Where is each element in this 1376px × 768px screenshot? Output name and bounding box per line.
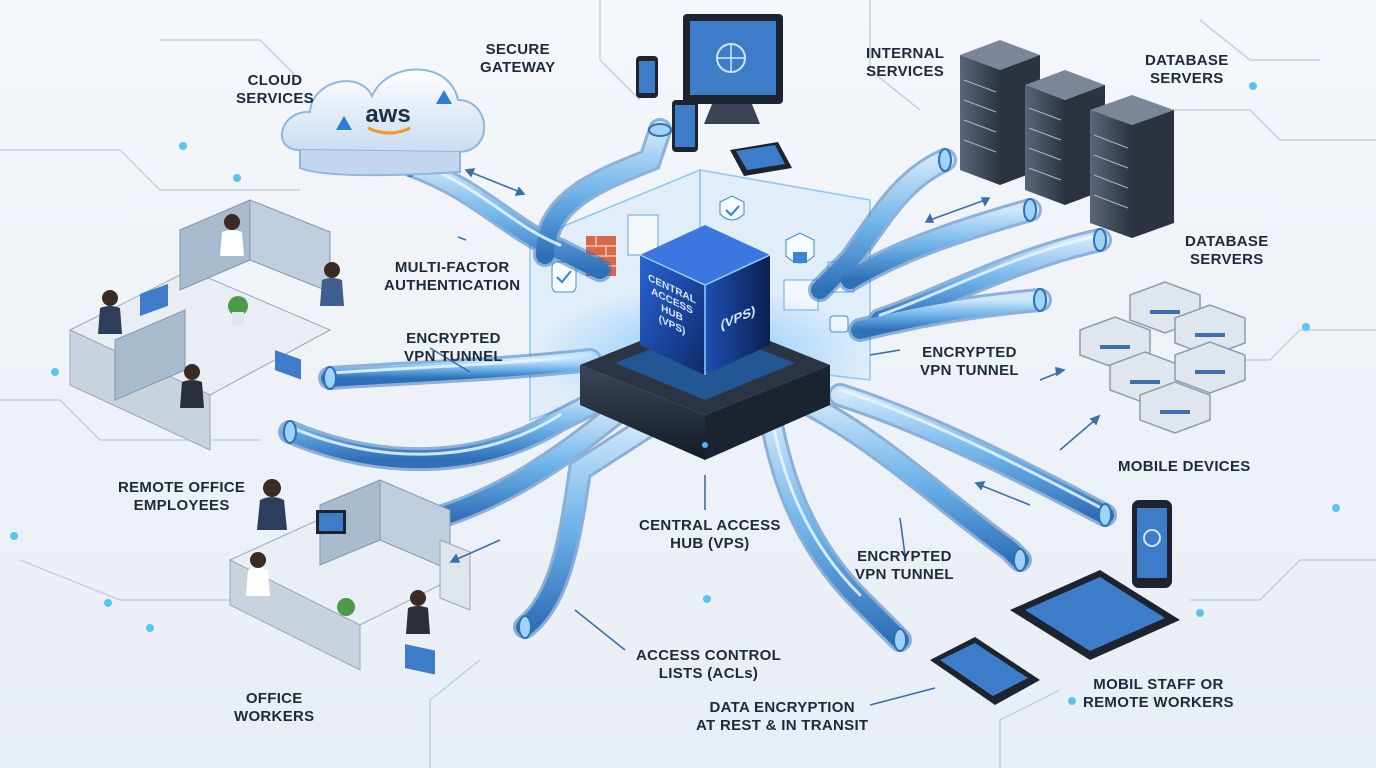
label-acl-line-2: LISTS (ACLs) <box>658 665 759 682</box>
cloud-services-icon: aws <box>281 68 486 177</box>
label-mobile-staff-line-1: MOBIL STAFF OR <box>1093 676 1224 693</box>
label-database-servers-top-line-2: SERVERS <box>1149 70 1224 87</box>
mobile-devices <box>930 500 1180 705</box>
label-remote-office-line-2: EMPLOYEES <box>133 497 230 514</box>
label-data-encryption-line-2: AT REST & IN TRANSIT <box>696 717 869 734</box>
central-hub: CENTRAL ACCESS HUB (VPS) (VPS) <box>535 225 875 460</box>
label-database-servers-right: DATABASE SERVERS <box>1185 233 1269 269</box>
label-central-access-hub-line-1: CENTRAL ACCESS <box>639 517 781 534</box>
label-encrypted-vpn-right: ENCRYPTED VPN TUNNEL <box>920 344 1019 380</box>
flow-arrows <box>429 168 1101 706</box>
label-secure-gateway: SECURE GATEWAY <box>480 41 555 77</box>
label-cloud-services-line-1: CLOUD <box>247 72 303 89</box>
label-central-access-hub-line-2: HUB (VPS) <box>670 535 750 552</box>
label-mobile-staff-line-2: REMOTE WORKERS <box>1083 694 1234 711</box>
label-internal-services-line-1: INTERNAL <box>866 45 945 62</box>
label-acl-line-1: ACCESS CONTROL <box>636 647 782 664</box>
label-cloud-services: CLOUD SERVICES <box>236 72 314 108</box>
circuit-nodes <box>10 82 1340 705</box>
label-encrypted-vpn-bottom-line-2: VPN TUNNEL <box>855 566 954 583</box>
secure-gateway-devices <box>636 14 792 176</box>
label-internal-services-line-2: SERVICES <box>866 63 945 80</box>
label-database-servers-right-line-2: SERVERS <box>1189 251 1264 268</box>
label-encrypted-vpn-right-line-1: ENCRYPTED <box>922 344 1017 361</box>
label-data-encryption-line-1: DATA ENCRYPTION <box>709 699 855 716</box>
label-secure-gateway-line-1: SECURE <box>485 41 550 58</box>
label-multi-factor-authentication: MULTI-FACTOR AUTHENTICATION <box>384 259 520 295</box>
label-database-servers-right-line-1: DATABASE <box>1185 233 1269 250</box>
label-office-workers-line-1: OFFICE <box>245 690 303 707</box>
label-remote-office-line-1: REMOTE OFFICE <box>118 479 246 496</box>
label-database-servers-top-line-1: DATABASE <box>1145 52 1229 69</box>
label-secure-gateway-line-2: GATEWAY <box>480 59 556 76</box>
label-mobile-staff: MOBIL STAFF OR REMOTE WORKERS <box>1083 676 1234 712</box>
label-office-workers-line-2: WORKERS <box>234 708 315 725</box>
label-central-access-hub: CENTRAL ACCESS HUB (VPS) <box>639 517 781 553</box>
aws-logo: aws <box>365 101 410 128</box>
label-data-encryption: DATA ENCRYPTION AT REST & IN TRANSIT <box>696 699 868 735</box>
database-server-stack-right <box>1079 281 1246 434</box>
cube-front <box>640 255 705 375</box>
label-encrypted-vpn-left-line-2: VPN TUNNEL <box>404 348 503 365</box>
vpn-tunnels <box>278 118 1117 652</box>
database-server-racks-top <box>960 40 1174 238</box>
label-encrypted-vpn-right-line-2: VPN TUNNEL <box>920 362 1019 379</box>
label-multi-factor-line-1: MULTI-FACTOR <box>394 259 510 276</box>
label-access-control-lists: ACCESS CONTROL LISTS (ACLs) <box>636 647 781 683</box>
label-mobile-devices-line-1: MOBILE DEVICES <box>1118 458 1251 475</box>
remote-office-employees-scene <box>68 199 344 451</box>
label-multi-factor-line-2: AUTHENTICATION <box>384 277 521 294</box>
label-mobile-devices: MOBILE DEVICES <box>1118 458 1251 476</box>
label-office-workers: OFFICE WORKERS <box>234 690 314 726</box>
office-workers-scene <box>228 479 472 675</box>
label-cloud-services-line-2: SERVICES <box>236 90 314 107</box>
label-internal-services: INTERNAL SERVICES <box>866 45 944 81</box>
shield-icon <box>719 195 745 221</box>
label-encrypted-vpn-bottom-line-1: ENCRYPTED <box>857 548 952 565</box>
label-database-servers-top: DATABASE SERVERS <box>1145 52 1229 88</box>
label-remote-office-employees: REMOTE OFFICE EMPLOYEES <box>118 479 245 515</box>
label-encrypted-vpn-bottom: ENCRYPTED VPN TUNNEL <box>855 548 954 584</box>
cube-side <box>705 255 770 375</box>
label-encrypted-vpn-left: ENCRYPTED VPN TUNNEL <box>404 330 503 366</box>
label-encrypted-vpn-left-line-1: ENCRYPTED <box>406 330 501 347</box>
